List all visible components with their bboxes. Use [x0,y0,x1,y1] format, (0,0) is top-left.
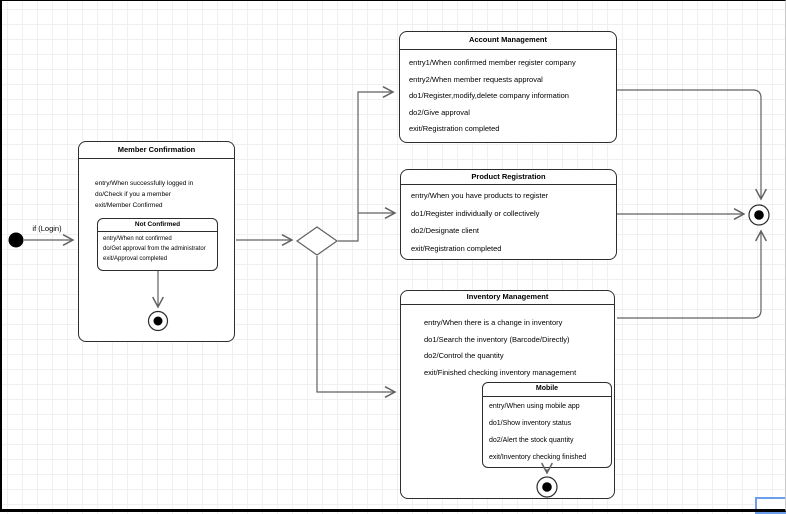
state-action-line: exit/Finished checking inventory managem… [424,368,577,378]
final-state-node-right[interactable] [748,204,770,226]
state-body: entry/When using mobile app do1/Show inv… [483,397,611,466]
state-body: entry/When not confirmed do/Get approval… [98,232,217,264]
state-action-line: do1/Register individually or collectivel… [411,208,540,218]
state-action-line: do1/Show inventory status [489,420,572,427]
state-body: entry/When you have products to register… [401,185,616,257]
transition-account-management-to-final[interactable] [617,89,761,199]
state-action-line: do1/Register,modify,delete company infor… [409,91,569,101]
state-action-line: exit/Member Confirmed [95,202,163,209]
state-title: Member Confirmation [79,142,234,159]
state-title: Inventory Management [401,291,614,305]
state-action-line: exit/Approval completed [103,256,168,262]
state-action-line: entry/When not confirmed [103,236,172,242]
state-mobile[interactable]: Mobile entry/When using mobile app do1/S… [482,382,612,468]
state-not-confirmed[interactable]: Not Confirmed entry/When not confirmed d… [97,218,218,271]
selection-rectangle-fragment[interactable] [755,497,786,514]
state-action-line: exit/Registration completed [411,243,502,253]
state-title: Account Management [400,32,616,50]
state-action-line: do2/Give approval [409,107,470,117]
state-action-line: exit/Registration completed [409,124,500,134]
state-product-registration[interactable]: Product Registration entry/When you have… [400,169,617,260]
state-action-line: exit/Inventory checking finished [489,454,587,461]
state-title: Product Registration [401,170,616,185]
state-account-management[interactable]: Account Management entry1/When confirmed… [399,31,617,143]
state-action-line: do/Get approval from the administrator [103,246,206,252]
transition-decision-to-inventory-management[interactable] [316,256,395,392]
state-action-line: do/Check if you a member [95,191,171,198]
state-action-line: entry1/When confirmed member register co… [409,58,576,67]
state-body: entry1/When confirmed member register co… [400,50,616,138]
decision-diamond[interactable] [295,226,339,256]
state-body: entry/When successfully logged in do/Che… [79,159,234,211]
state-action-line: entry/When there is a change in inventor… [424,318,563,327]
state-action-line: do2/Designate client [411,226,479,235]
state-action-line: entry/When successfully logged in [95,180,194,187]
transition-label-if-login: if (Login) [32,224,62,233]
state-action-line: do2/Control the quantity [424,351,504,361]
state-action-line: entry2/When member requests approval [409,74,543,84]
transition-decision-to-account-management[interactable] [338,92,393,242]
initial-state-node[interactable] [8,232,24,248]
state-title: Not Confirmed [98,219,217,232]
transition-inventory-management-to-final[interactable] [617,231,761,319]
state-action-line: entry/When using mobile app [489,403,580,410]
state-title: Mobile [483,383,611,397]
state-action-line: do1/Search the inventory (Barcode/Direct… [424,334,570,344]
state-body: entry/When there is a change in inventor… [401,305,614,382]
state-action-line: entry/When you have products to register [411,191,549,200]
state-action-line: do2/Alert the stock quantity [489,437,574,444]
